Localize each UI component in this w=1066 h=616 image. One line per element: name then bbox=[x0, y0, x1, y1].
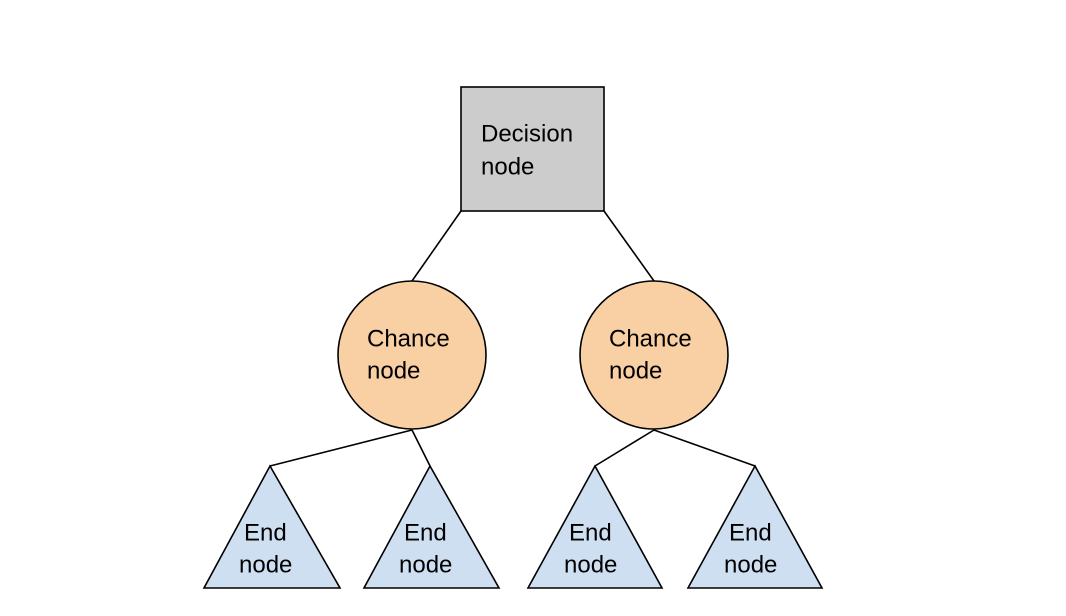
end-node-2-label-line1: End bbox=[404, 519, 447, 546]
end-node-3-label-line2: node bbox=[564, 551, 617, 578]
end-node-4-label-line1: End bbox=[729, 519, 772, 546]
end-node-2[interactable]: End node bbox=[362, 464, 501, 589]
chance-node-right-shape bbox=[579, 280, 729, 430]
end-node-3-shape bbox=[526, 464, 664, 589]
chance-node-right-label-line1: Chance bbox=[609, 325, 692, 352]
decision-node-label-line2: node bbox=[481, 153, 534, 180]
end-node-4-label-line2: node bbox=[724, 551, 777, 578]
edge-decision-to-chance-right bbox=[603, 210, 655, 282]
edge-chance-right-to-end-3 bbox=[594, 429, 655, 467]
edge-chance-right-to-end-4 bbox=[653, 429, 756, 467]
end-node-2-shape bbox=[362, 464, 501, 589]
chance-node-left-label-line2: node bbox=[367, 357, 420, 384]
end-node-1-shape bbox=[202, 464, 342, 589]
chance-node-left[interactable]: Chance node bbox=[337, 280, 487, 430]
end-node-3-label-line1: End bbox=[569, 519, 612, 546]
end-node-1-label-line1: End bbox=[244, 519, 287, 546]
edge-chance-left-to-end-2 bbox=[411, 429, 431, 467]
chance-node-left-label-line1: Chance bbox=[367, 325, 450, 352]
decision-node[interactable]: Decision node bbox=[460, 86, 605, 212]
chance-node-left-shape bbox=[337, 280, 487, 430]
chance-node-right[interactable]: Chance node bbox=[579, 280, 729, 430]
end-node-1[interactable]: End node bbox=[202, 464, 342, 589]
edge-decision-to-chance-left bbox=[411, 210, 462, 282]
decision-node-shape bbox=[460, 86, 605, 212]
decision-node-label-line1: Decision bbox=[481, 120, 573, 147]
end-node-3[interactable]: End node bbox=[526, 464, 664, 589]
end-node-2-label-line2: node bbox=[399, 551, 452, 578]
chance-node-right-label-line2: node bbox=[609, 357, 662, 384]
end-node-4[interactable]: End node bbox=[686, 464, 824, 589]
end-node-4-shape bbox=[686, 464, 824, 589]
edge-chance-left-to-end-1 bbox=[269, 429, 413, 467]
end-node-1-label-line2: node bbox=[239, 551, 292, 578]
